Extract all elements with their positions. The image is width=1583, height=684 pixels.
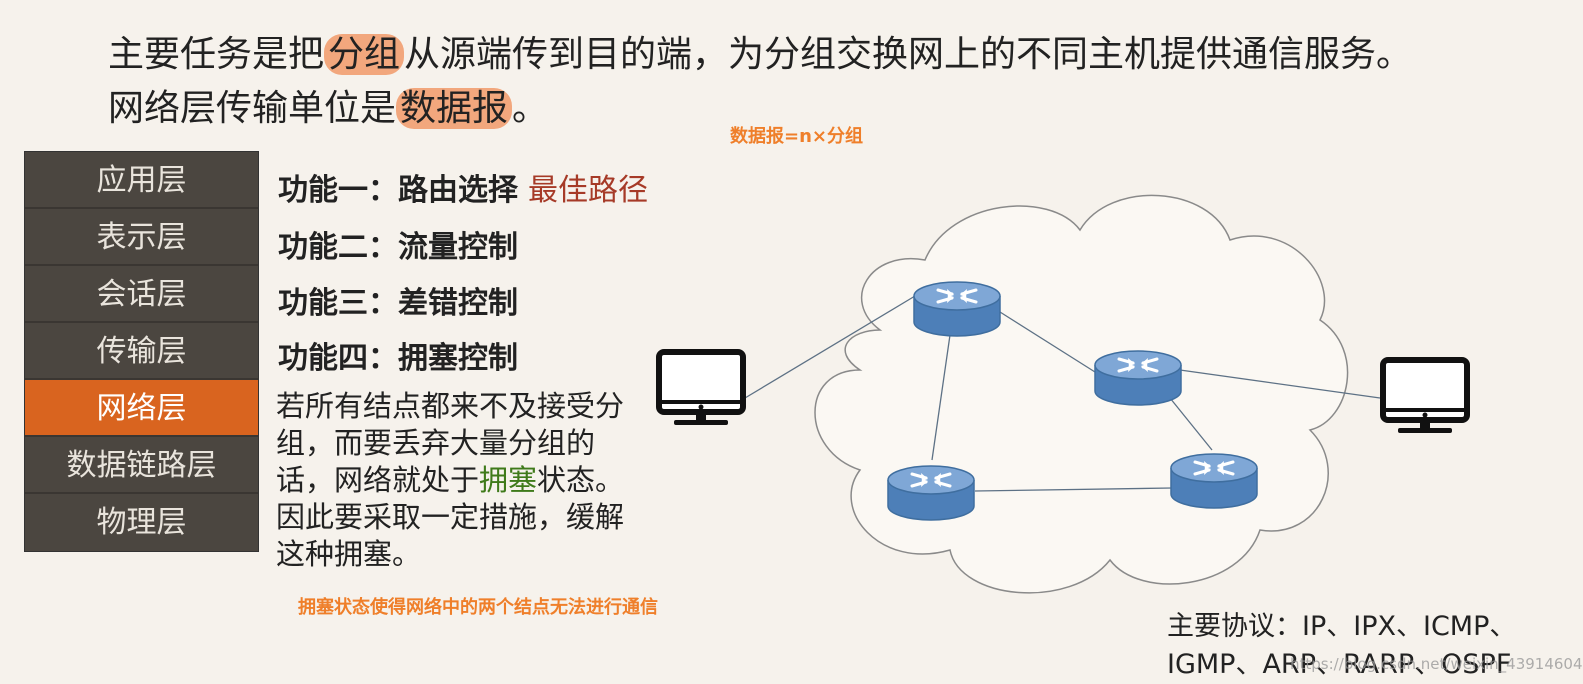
- router-icon: [912, 280, 1002, 338]
- layer-transport: 传输层: [25, 323, 258, 380]
- layer-data-link: 数据链路层: [25, 437, 258, 494]
- link-router3-router4: [974, 487, 1173, 492]
- datagram-note: 数据报=n×分组: [730, 126, 863, 147]
- link-router2-router4: [1169, 397, 1213, 451]
- layer-session: 会话层: [25, 266, 258, 323]
- monitor-icon: [659, 352, 743, 425]
- router-icon: [886, 464, 976, 522]
- packet-highlight: 分组: [324, 34, 405, 75]
- datagram-highlight: 数据报: [396, 88, 513, 129]
- congestion-word: 拥塞: [479, 463, 538, 497]
- layer-physical: 物理层: [25, 494, 258, 551]
- function-congestion-control: 功能四：拥塞控制: [278, 341, 518, 376]
- intro-line1-text: 主要任务是把: [108, 34, 325, 75]
- network-cloud: [814, 194, 1349, 594]
- watermark: https://blog.csdn.net/weixin_43914604: [1290, 655, 1583, 673]
- function-routing: 功能一：路由选择最佳路径: [278, 165, 648, 209]
- intro-line2-end: 。: [512, 88, 549, 129]
- congestion-description: 若所有结点都来不及接受分组，而要丢弃大量分组的话，网络就处于拥塞状态。因此要采取…: [276, 388, 636, 573]
- congestion-note: 拥塞状态使得网络中的两个结点无法进行通信: [298, 597, 658, 618]
- monitor-icon: [1383, 360, 1467, 433]
- intro-line1-text-2: 从源端传到目的端，为分组交换网上的不同主机提供通信服务。: [404, 34, 1413, 75]
- layer-network: 网络层: [25, 380, 258, 437]
- function-flow-control: 功能二：流量控制: [278, 230, 518, 265]
- best-path-label: 最佳路径: [528, 173, 648, 208]
- protocol-line-2: IGMP、ARP、RARP、OSPF: [1167, 649, 1512, 680]
- intro-line-1: 主要任务是把分组从源端传到目的端，为分组交换网上的不同主机提供通信服务。: [108, 28, 1412, 82]
- link-router1-router3: [931, 334, 951, 461]
- intro-text: 主要任务是把分组从源端传到目的端，为分组交换网上的不同主机提供通信服务。 网络层…: [108, 28, 1412, 136]
- layer-application: 应用层: [25, 152, 258, 209]
- function-error-control: 功能三：差错控制: [278, 286, 518, 321]
- router-icon: [1169, 452, 1259, 510]
- layer-presentation: 表示层: [25, 209, 258, 266]
- protocol-list: 主要协议：IP、IPX、ICMP、 IGMP、ARP、RARP、OSPF: [1167, 608, 1516, 684]
- congestion-desc-text: 若所有结点都来不及接受分组，而要丢弃大量分组的话，网络就处于: [276, 389, 625, 497]
- router-icon: [1093, 349, 1183, 407]
- intro-line2-text: 网络层传输单位是: [108, 88, 397, 129]
- congestion-desc-text-2: 状态。因此要采取一定措施，缓解这种拥塞。: [276, 463, 625, 571]
- function-routing-label: 功能一：路由选择: [278, 173, 518, 208]
- link-host1-router1: [744, 295, 916, 399]
- osi-layer-stack: 应用层 表示层 会话层 传输层 网络层 数据链路层 物理层: [24, 151, 259, 552]
- link-router1-router2: [999, 311, 1096, 373]
- protocol-line-1: 主要协议：IP、IPX、ICMP、: [1167, 611, 1517, 642]
- intro-line-2: 网络层传输单位是数据报。: [108, 82, 1412, 136]
- link-router2-host2: [1179, 369, 1381, 399]
